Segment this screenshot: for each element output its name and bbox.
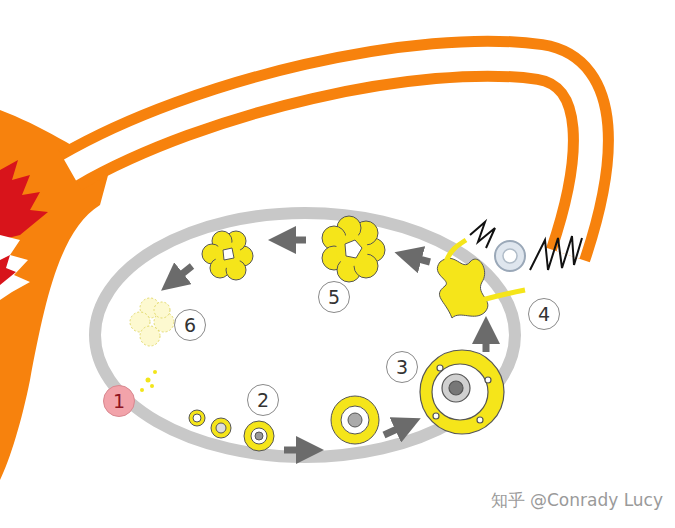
fimbriae xyxy=(470,222,495,248)
ovary xyxy=(95,213,515,457)
callout-number: 4 xyxy=(528,298,560,330)
growing-follicles xyxy=(189,396,379,451)
endometrium xyxy=(0,160,48,240)
callout-number: 6 xyxy=(174,309,206,341)
callout-number: 1 xyxy=(103,385,135,417)
callout-number: 3 xyxy=(386,351,418,383)
ovum xyxy=(495,241,525,271)
callout-number: 5 xyxy=(318,281,350,313)
mature-follicle xyxy=(420,350,504,434)
fimbriae xyxy=(530,236,582,270)
corpus-luteum xyxy=(202,231,253,280)
primordial-follicles xyxy=(140,370,157,392)
watermark: 知乎 @Conrady Lucy xyxy=(491,489,663,512)
callout-number: 2 xyxy=(247,384,279,416)
process-arrows xyxy=(172,240,486,450)
corpus-luteum xyxy=(322,216,385,282)
ruptured-follicle xyxy=(437,258,488,318)
corpus-albicans xyxy=(130,298,174,346)
